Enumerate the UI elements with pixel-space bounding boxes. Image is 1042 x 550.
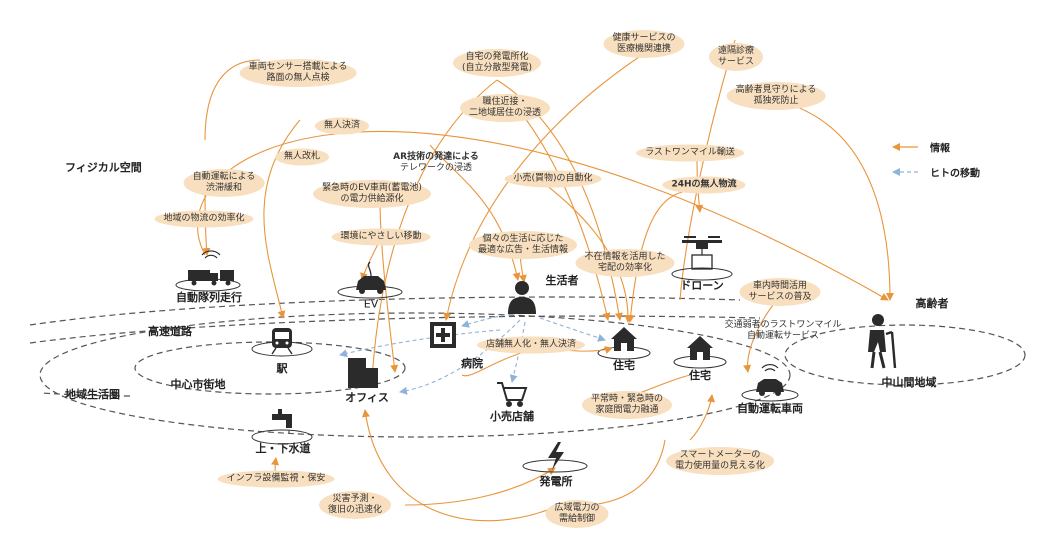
node-office-label: オフィス: [345, 391, 389, 404]
label-eco-move: 環境にやさしい移動: [331, 228, 431, 246]
local-area-tail: [39, 392, 131, 397]
highway-line-upper: [29, 296, 741, 326]
region-boundaries: [29, 296, 1026, 438]
node-house2-label: 住宅: [689, 369, 711, 382]
label-work-life: 職住近接・二地域居住の浸透: [459, 94, 551, 122]
label-remote-care: 遠隔診療サービス: [708, 43, 764, 71]
node-elderly-label: 高齢者: [915, 297, 949, 310]
office-icon: [348, 358, 378, 388]
label-sensor: 車両センサー搭載による路面の無人点検: [239, 59, 357, 87]
label-watch: 高齢者見守りによる孤独死防止: [726, 82, 826, 110]
label-disaster: 災害予測・復旧の迅速化: [318, 491, 392, 519]
label-store-unmanned: 店舗無人化・無人決済: [476, 336, 586, 354]
shopping-cart-icon: [497, 382, 528, 407]
people-arrows: [339, 314, 606, 395]
region-physical: フィジカル空間: [65, 161, 142, 174]
person-icon: [508, 281, 536, 314]
local-area-ellipse: [39, 312, 791, 438]
label-ev-power: 緊急時のEV車両(蓄電池)の電力供給源化: [313, 180, 431, 208]
label-unmanned-gate: 無人改札: [274, 148, 330, 166]
highway-line-lower: [29, 315, 761, 344]
node-power-label: 発電所: [539, 475, 573, 488]
truck-icon: [188, 250, 234, 286]
node-platoon-label: 自動隊列走行: [176, 291, 242, 304]
label-home-power: 自宅の発電所化(自立分散型発電): [452, 49, 542, 77]
city-center-ellipse: [134, 341, 406, 395]
region-rural: 中山間地域: [881, 376, 937, 389]
label-smart-meter: スマートメーターの電力使用量の見える化: [666, 447, 774, 475]
train-icon: [271, 328, 293, 355]
label-unmanned-pay: 無人決済: [314, 117, 370, 135]
label-delivery: 不在情報を活用した宅配の効率化: [575, 249, 675, 277]
node-autocar-label: 自動運転車両: [737, 402, 803, 415]
label-home-energy: 平常時・緊急時の家庭間電力融通: [581, 391, 673, 419]
house-icon-2: [687, 336, 713, 360]
label-mobility: 交通弱者のラストワンマイル自動運転サービス: [724, 320, 842, 341]
node-station-label: 駅: [276, 362, 288, 375]
node-hospital-label: 病院: [461, 357, 483, 370]
house-icon-1: [611, 327, 637, 351]
label-congestion: 自動運転による渋滞緩和: [183, 169, 265, 197]
node-ev-label: EV: [363, 297, 379, 311]
drone-icon: [682, 236, 722, 270]
elderly-icon: [868, 314, 897, 369]
rural-ellipse: [784, 324, 1026, 386]
node-consumer-label: 生活者: [545, 274, 579, 287]
auto-car-icon: [756, 364, 784, 396]
label-retail-auto: 小売(買物)の自動化: [504, 170, 602, 188]
legend-people-label: ヒトの移動: [930, 168, 980, 180]
label-health: 健康サービスの医療機関連携: [603, 30, 685, 58]
legend-info-label: 情報: [930, 143, 950, 155]
label-ads: 個々の生活に応じた最適な広告・生活情報: [468, 231, 578, 259]
label-24h: 24Hの無人物流: [662, 176, 746, 194]
label-last-mile: ラストワンマイル輸送: [636, 144, 744, 162]
region-highway: 高速道路: [148, 325, 192, 338]
node-house1-label: 住宅: [613, 359, 635, 372]
label-in-car: 車内時間活用サービスの普及: [739, 278, 821, 306]
node-water-label: 上・下水道: [255, 442, 311, 455]
node-drone-label: ドローン: [680, 279, 724, 292]
legend: [892, 143, 918, 176]
label-logistics: 地域の物流の効率化: [154, 210, 254, 228]
node-retail-label: 小売店舗: [490, 410, 534, 423]
hospital-icon: [430, 322, 456, 348]
label-grid: 広域電力の需給制御: [545, 500, 609, 528]
ev-car-icon: [356, 261, 386, 294]
label-infra: インフラ設備監視・保安: [217, 470, 335, 488]
region-local: 地域生活圏: [65, 388, 120, 401]
faucet-icon: [272, 409, 292, 433]
lightning-icon: [548, 442, 564, 470]
label-ar: AR技術の発達によるテレワークの浸透: [393, 152, 479, 173]
region-city-center: 中心市街地: [170, 378, 226, 391]
